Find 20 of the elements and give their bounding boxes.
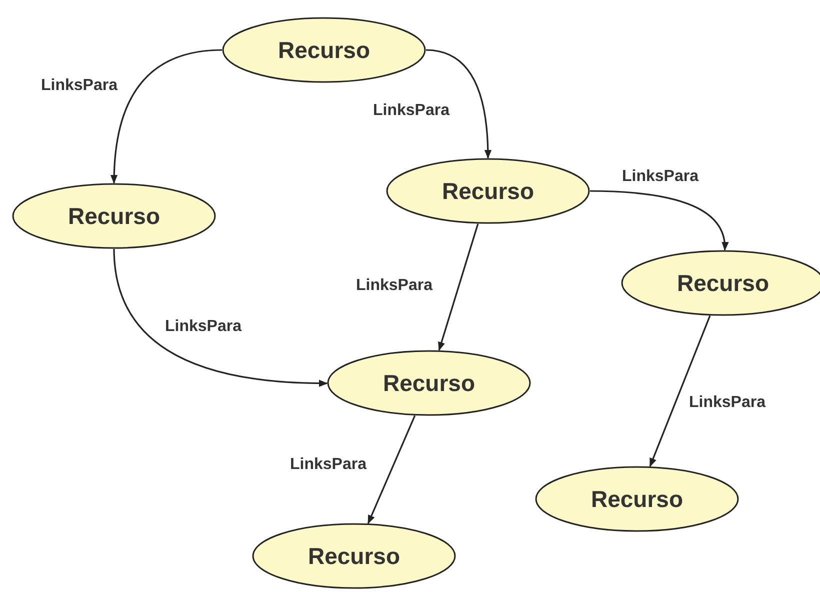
node-label: Recurso (442, 178, 534, 204)
node-label: Recurso (676, 270, 770, 296)
arrow (590, 190, 728, 251)
resource-ellipse (386, 158, 590, 224)
node-label: Recurso (590, 486, 684, 512)
resource-ellipse (252, 523, 456, 589)
arrow (367, 415, 416, 524)
resource-ellipse (535, 466, 739, 532)
arrow (113, 248, 328, 387)
node-label: Recurso (68, 202, 160, 230)
arrow (426, 49, 492, 159)
arrow (649, 315, 711, 468)
arrow (110, 49, 222, 184)
node-label: Recurso (278, 36, 370, 64)
resource-ellipse (12, 183, 216, 249)
node-label: Recurso (382, 370, 476, 396)
node-label: Recurso (308, 542, 400, 570)
arrow (438, 224, 479, 352)
resource-ellipse (222, 17, 426, 83)
resource-ellipse (327, 350, 531, 416)
